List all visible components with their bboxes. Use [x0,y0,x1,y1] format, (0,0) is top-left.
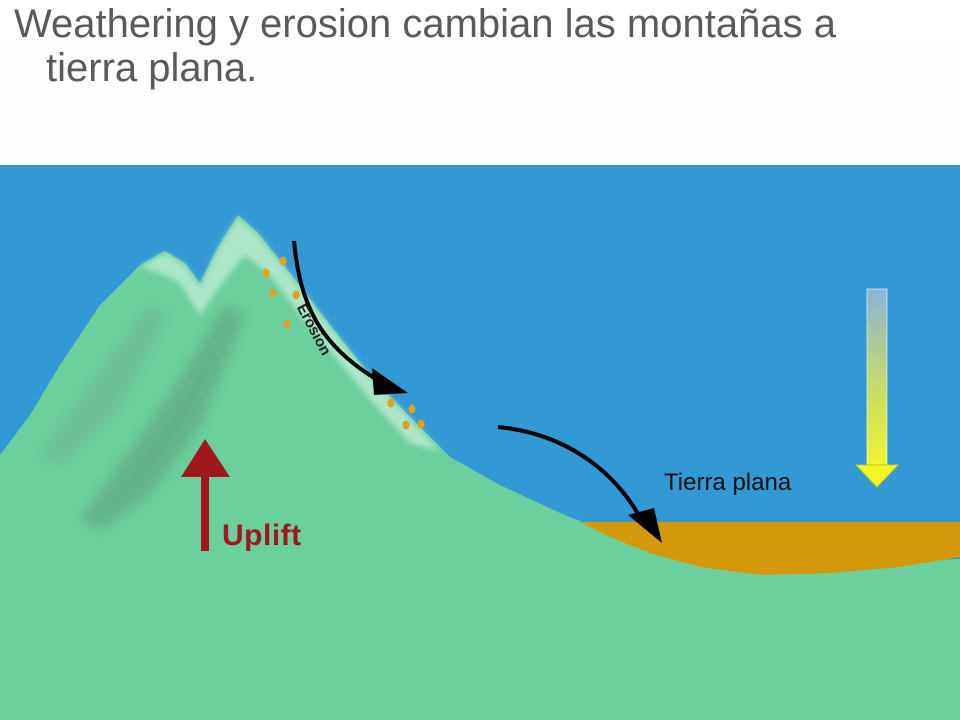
mountain-shadow [80,305,245,530]
sinking-arrow-icon [854,288,900,488]
slide-title: Weathering y erosion cambian las montaña… [14,2,954,90]
uplift-label: Uplift [222,519,302,552]
snow-highlight [140,217,440,451]
sediment-deposit [580,522,960,575]
title-line-2: tierra plana. [46,46,258,90]
uplift-arrow-icon [181,439,230,551]
mountain-ground [0,215,960,720]
mountain-shadow-2 [40,305,168,465]
erosion-diagram: Tierra plana Uplift Erosion [0,165,960,720]
title-line-1: Weathering y erosion cambian las montaña… [14,2,836,46]
flat-land-label: Tierra plana [664,469,792,496]
rock-fragments [262,256,425,430]
transport-arrow-icon [497,425,662,543]
diagram-canvas [0,165,960,720]
erosion-arrow-icon [292,240,408,395]
